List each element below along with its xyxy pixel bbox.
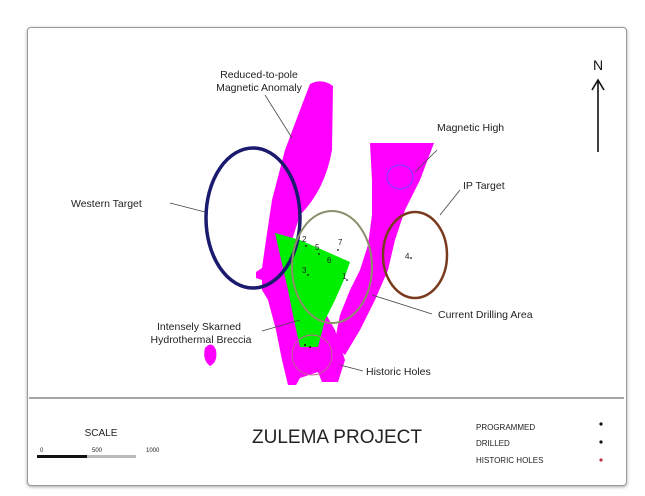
western-target-label: Western Target	[71, 198, 142, 210]
scale-bar-black	[37, 455, 87, 458]
hole-5: 5	[315, 243, 320, 252]
legend-programmed-marker	[599, 422, 603, 426]
hole-markers	[304, 245, 412, 348]
western-target-ellipse	[204, 146, 302, 290]
rtp-label-1: Reduced-to-pole	[220, 69, 298, 81]
hole-2: 2	[302, 235, 307, 244]
skarn-label-2: Hydrothermal Breccia	[151, 334, 252, 346]
north-label: N	[593, 57, 603, 73]
skarn-label-1: Intensely Skarned	[157, 321, 241, 333]
scale-label: SCALE	[85, 428, 118, 439]
ip-target-ellipse	[381, 210, 449, 300]
hole-6: 6	[327, 256, 332, 265]
historic-holes-circle	[291, 334, 333, 376]
legend-programmed: PROGRAMMED	[476, 423, 535, 432]
magnetic-high-ellipse	[386, 164, 414, 190]
ip-target-label: IP Target	[463, 180, 505, 192]
hole-4: 4	[405, 252, 410, 261]
leader-lines	[169, 94, 461, 372]
current-drilling-ellipse	[291, 210, 373, 324]
skarned-breccia-zone	[275, 233, 350, 347]
project-title: ZULEMA PROJECT	[252, 427, 422, 448]
legend-historic-marker	[599, 458, 603, 462]
legend-drilled-marker	[599, 440, 603, 444]
rtp-label-2: Magnetic Anomaly	[216, 82, 303, 94]
scale-bar-gray	[87, 455, 136, 458]
magnetic-blob	[204, 344, 217, 366]
hole-1: 1	[342, 272, 347, 281]
north-arrow-icon	[591, 78, 605, 152]
current-drilling-label: Current Drilling Area	[438, 309, 533, 321]
legend-drilled: DRILLED	[476, 439, 510, 448]
hole-7: 7	[338, 238, 343, 247]
scale-tick-0: 0	[40, 448, 44, 454]
hole-3: 3	[302, 266, 307, 275]
historic-holes-label: Historic Holes	[366, 366, 431, 378]
scale-tick-1000: 1000	[146, 448, 160, 454]
magnetic-high-label: Magnetic High	[437, 122, 504, 134]
scale-tick-500: 500	[92, 448, 103, 454]
legend-historic: HISTORIC HOLES	[476, 456, 543, 465]
